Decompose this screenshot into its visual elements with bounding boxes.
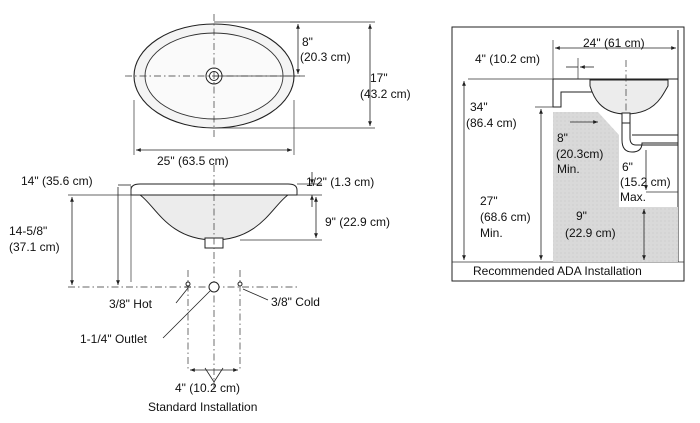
top-depth-in: 8" bbox=[302, 35, 313, 49]
ada-knee-depth-cm: (20.3cm) bbox=[556, 147, 603, 161]
ada-knee-height-min: Min. bbox=[480, 226, 503, 240]
top-view: 8" (20.3 cm) 17" (43.2 cm) 25" (63.5 cm) bbox=[125, 14, 411, 168]
side-outlet-pipe bbox=[208, 281, 220, 293]
top-width-cm: (43.2 cm) bbox=[360, 87, 411, 101]
ada-knee-depth-min: Min. bbox=[557, 162, 580, 176]
ada-trap-max: Max. bbox=[620, 190, 646, 204]
ada-rim-height-in: 34" bbox=[470, 100, 488, 114]
side-spacing-label: 4" (10.2 cm) bbox=[175, 381, 240, 395]
ada-view: 24" (61 cm) 4" (10.2 cm) 34" (86.4 cm) 8… bbox=[451, 26, 685, 282]
ada-rim-height-cm: (86.4 cm) bbox=[466, 116, 517, 130]
side-bowl-depth: 9" (22.9 cm) bbox=[325, 215, 390, 229]
side-view: 14" (35.6 cm) 1/2" (1.3 cm) 9" (22.9 cm)… bbox=[9, 165, 390, 414]
ada-knee-depth-in: 8" bbox=[557, 131, 568, 145]
side-supply-height-cm: (37.1 cm) bbox=[9, 240, 60, 254]
side-cold-label: 3/8" Cold bbox=[271, 295, 320, 309]
side-caption: Standard Installation bbox=[148, 400, 257, 414]
ada-knee-clearance bbox=[553, 112, 678, 262]
side-outlet-label: 1-1/4" Outlet bbox=[80, 332, 148, 346]
ada-counter-width: 24" (61 cm) bbox=[583, 36, 645, 50]
ada-toe-in: 9" bbox=[576, 209, 587, 223]
ada-trap-in: 6" bbox=[622, 160, 633, 174]
ada-trap-cm: (15.2 cm) bbox=[620, 175, 671, 189]
side-hot-label: 3/8" Hot bbox=[109, 297, 153, 311]
ada-knee-height-in: 27" bbox=[480, 194, 498, 208]
ada-knee-height-cm: (68.6 cm) bbox=[480, 210, 531, 224]
side-rim bbox=[130, 183, 298, 196]
top-depth-cm: (20.3 cm) bbox=[300, 50, 351, 64]
ada-caption: Recommended ADA Installation bbox=[473, 264, 642, 278]
side-rim-thickness: 1/2" (1.3 cm) bbox=[306, 175, 374, 189]
top-length-label: 25" (63.5 cm) bbox=[157, 154, 229, 168]
side-rim-width: 14" (35.6 cm) bbox=[21, 174, 93, 188]
ada-toe-cm: (22.9 cm) bbox=[565, 226, 616, 240]
ada-setback: 4" (10.2 cm) bbox=[475, 52, 540, 66]
side-supply-height-in: 14-5/8" bbox=[9, 224, 47, 238]
ada-countertop bbox=[552, 78, 678, 108]
top-width-in: 17" bbox=[370, 71, 388, 85]
